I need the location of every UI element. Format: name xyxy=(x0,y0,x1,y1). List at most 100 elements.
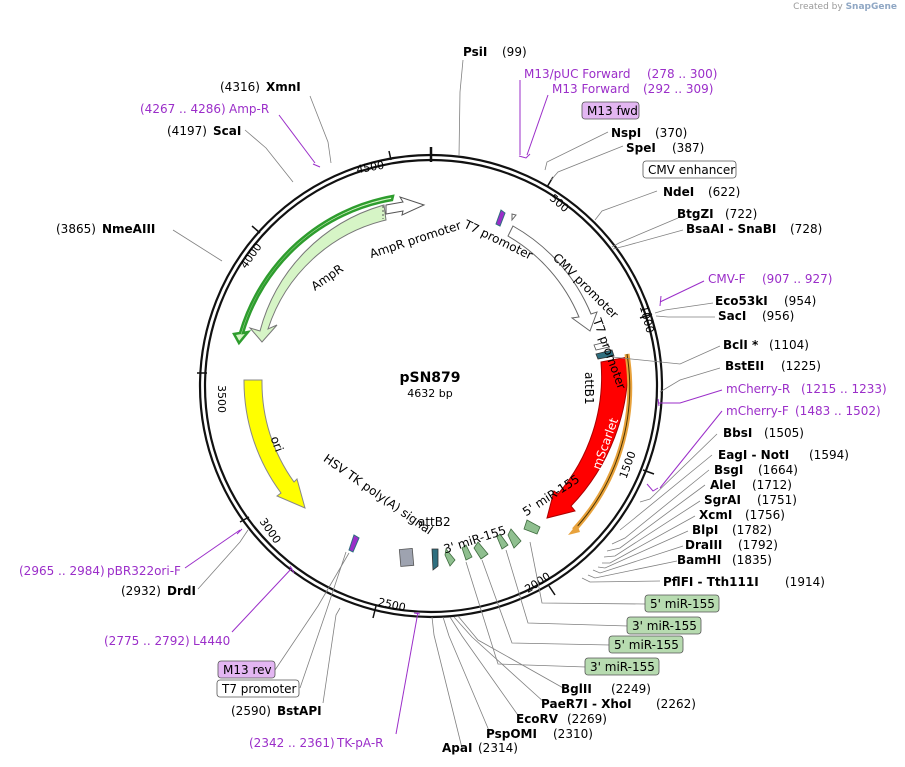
site-name: PflFI - Tth111I xyxy=(663,575,759,589)
ruler-tick xyxy=(251,225,261,234)
ruler-label: 4000 xyxy=(238,241,265,271)
site-position: (954) xyxy=(784,294,816,308)
ruler-tick xyxy=(388,150,392,161)
leader-line xyxy=(442,616,491,734)
site-position: (4197) xyxy=(167,124,207,138)
leader-line xyxy=(612,229,684,250)
site-position: (2590) xyxy=(231,704,271,718)
primer-name: M13 Forward xyxy=(552,82,630,96)
site-name: NspI xyxy=(611,126,641,140)
cmv-enhancer-box xyxy=(642,160,737,179)
leader-line xyxy=(659,280,705,303)
primer-tick xyxy=(646,483,659,492)
leader-line xyxy=(597,530,689,569)
site-position: (2310) xyxy=(553,727,593,741)
leader-line xyxy=(449,616,521,719)
mirna-box xyxy=(644,594,720,613)
site-name: BglII xyxy=(561,682,592,696)
m13-fwd-box xyxy=(581,101,640,120)
leader-line xyxy=(172,229,223,262)
site-position: (956) xyxy=(762,309,794,323)
ruler-label: 4500 xyxy=(355,159,385,177)
leader-line xyxy=(654,302,714,314)
site-name: BbsI xyxy=(723,426,752,440)
site-position: (622) xyxy=(708,185,740,199)
cmv-enhancer-label: CMV enhancer xyxy=(648,163,735,177)
site-position: (3865) xyxy=(56,222,96,236)
site-name: BstEII xyxy=(725,359,764,373)
primer-ticks xyxy=(236,153,662,615)
feature-label: attB1 xyxy=(582,372,596,405)
mirna-mark xyxy=(473,541,489,560)
mscarlet-arrow xyxy=(546,356,629,519)
leader-line xyxy=(659,367,721,393)
mirna-box xyxy=(626,616,702,635)
site-position: (1225) xyxy=(781,359,821,373)
primer-range: (907 .. 927) xyxy=(762,272,832,286)
leader-line xyxy=(299,551,347,689)
site-position: (722) xyxy=(725,207,757,221)
leader-line xyxy=(309,95,332,164)
site-position: (1756) xyxy=(745,508,785,522)
site-position: (728) xyxy=(790,222,822,236)
t7-promoter-arrow xyxy=(511,213,517,222)
ampr-outer-arrow xyxy=(232,194,395,346)
leader-line xyxy=(603,500,701,558)
mirna-mark xyxy=(523,519,541,535)
site-name: BlpI xyxy=(692,523,718,537)
leader-line xyxy=(395,611,419,735)
leader-line xyxy=(197,529,249,590)
site-position: (370) xyxy=(655,126,687,140)
primer-range: (1483 .. 1502) xyxy=(795,404,881,418)
ori-arrow xyxy=(243,379,306,509)
leader-line xyxy=(619,454,713,531)
site-name: NdeI xyxy=(663,185,694,199)
cmv-promoter-arrow xyxy=(507,225,598,332)
leader-line xyxy=(278,114,316,164)
site-name: BtgZI xyxy=(677,207,714,221)
mirna-box-label: 5' miR-155 xyxy=(650,597,715,611)
leader-line xyxy=(453,616,546,704)
t7-promoter-box xyxy=(216,679,300,698)
feature-label: AmpR promoter xyxy=(368,218,463,261)
site-position: (1712) xyxy=(752,478,792,492)
mirna-mark xyxy=(444,548,456,567)
leader-line xyxy=(526,94,549,156)
primer-range: (4267 .. 4286) xyxy=(140,102,226,116)
site-position: (2249) xyxy=(611,682,651,696)
primer-name: TK-pA-R xyxy=(336,736,384,750)
site-position: (1792) xyxy=(738,538,778,552)
primer-range: (2342 .. 2361) xyxy=(249,736,335,750)
attb1-mark xyxy=(595,349,615,360)
primer-name: M13/pUC Forward xyxy=(524,67,631,81)
primer-name: L4440 xyxy=(193,634,230,648)
leader-line xyxy=(244,129,294,183)
ruler-label: 1000 xyxy=(637,304,657,334)
mirna-mark xyxy=(507,528,522,549)
m13-rev-box xyxy=(217,660,276,679)
site-name: DraIII xyxy=(685,538,722,552)
primer-tick xyxy=(236,528,243,535)
site-position: (1664) xyxy=(758,463,798,477)
primer-name: mCherry-R xyxy=(726,382,790,396)
site-name: PaeR7I - XhoI xyxy=(541,697,632,711)
site-position: (1505) xyxy=(764,426,804,440)
primer-tick xyxy=(413,612,421,615)
primer-range: (1215 .. 1233) xyxy=(801,382,887,396)
hsv-tk-polya-box xyxy=(398,547,415,567)
credit-label: Created by SnapGene xyxy=(793,2,897,12)
leader-line xyxy=(659,410,723,489)
site-position: (387) xyxy=(672,141,704,155)
site-name: AleI xyxy=(710,478,736,492)
primer-tick xyxy=(518,153,531,159)
leader-line xyxy=(581,577,661,583)
primer-labels: M13/pUC Forward (278 .. 300) M13 Forward… xyxy=(19,67,887,750)
leader-line xyxy=(606,484,706,552)
site-name: DrdI xyxy=(167,584,196,598)
plasmid-length: 4632 bp xyxy=(407,387,452,400)
ruler-label: 2500 xyxy=(377,595,407,614)
leader-line xyxy=(505,549,629,627)
ruler-tick xyxy=(548,585,556,596)
leader-line xyxy=(481,559,611,646)
primer-name: CMV-F xyxy=(708,272,746,286)
